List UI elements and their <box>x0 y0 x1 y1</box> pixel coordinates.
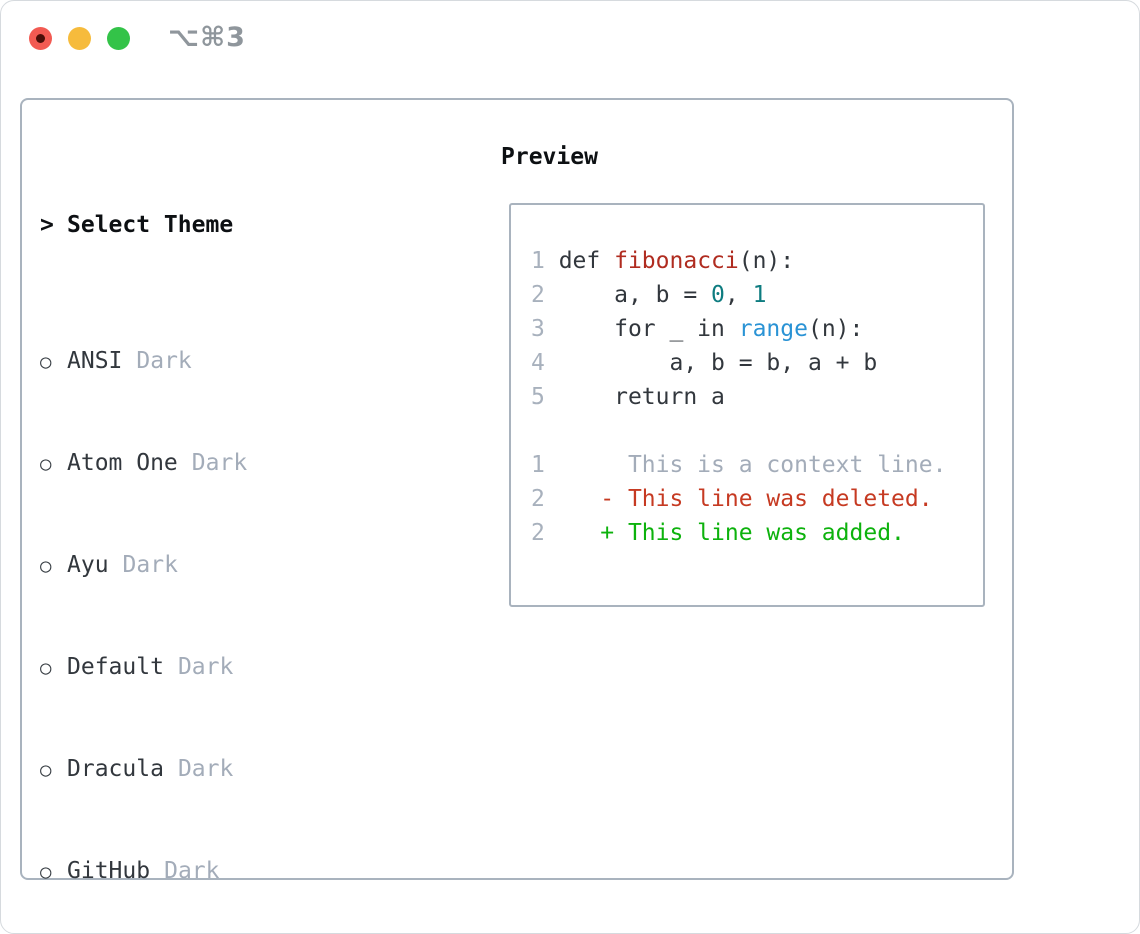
code-line: 5 return a <box>531 380 975 414</box>
code-line-tokens: return a <box>545 384 725 410</box>
radio-icon: ○ <box>40 861 52 883</box>
code-token: range <box>738 316 808 342</box>
line-number: 1 <box>531 248 545 274</box>
code-token: return a <box>544 384 725 410</box>
line-number: 4 <box>531 350 545 376</box>
theme-option-ansi-dark[interactable]: ○ ANSI Dark <box>40 344 452 378</box>
prompt-icon: > <box>40 212 54 238</box>
diff-line-added: 2 + This line was added. <box>531 516 975 550</box>
theme-name: GitHub <box>67 858 151 884</box>
spacer <box>531 414 975 448</box>
line-number: 3 <box>531 316 545 342</box>
theme-name: Default <box>67 654 164 680</box>
theme-variant: Dark <box>122 552 178 578</box>
diff-line-tokens: This is a context line. <box>545 452 947 478</box>
line-number: 2 <box>531 486 545 512</box>
traffic-light-zoom-button[interactable] <box>107 27 130 50</box>
line-number: 2 <box>531 282 545 308</box>
radio-icon: ○ <box>40 555 52 577</box>
code-token: (n): <box>738 248 795 274</box>
theme-name: Ayu <box>67 552 109 578</box>
code-line: 1 def fibonacci(n): <box>531 244 975 278</box>
line-number: 1 <box>531 452 545 478</box>
traffic-light-close-button[interactable] <box>29 27 52 50</box>
code-token: fibonacci <box>614 248 739 274</box>
code-line-tokens: for _ in range(n): <box>544 316 864 342</box>
code-token: , <box>724 282 753 308</box>
line-number: 2 <box>531 520 545 546</box>
code-token: + This line was added. <box>544 520 905 546</box>
line-number: 5 <box>531 384 545 410</box>
code-token: 0 <box>711 282 725 308</box>
radio-icon: ○ <box>40 453 52 475</box>
code-token: This is a context line. <box>544 452 947 478</box>
code-token: 1 <box>752 282 767 308</box>
diff-line-context: 1 This is a context line. <box>531 448 975 482</box>
code-token: - This line was deleted. <box>544 486 933 512</box>
theme-option-ayu-dark[interactable]: ○ Ayu Dark <box>40 548 452 582</box>
theme-option-github-dark[interactable]: ○ GitHub Dark <box>40 854 452 888</box>
code-line-tokens: a, b = b, a + b <box>545 350 877 376</box>
code-line-tokens: a, b = 0, 1 <box>544 282 767 308</box>
preview-heading: Preview <box>501 144 598 170</box>
code-token: for _ in <box>544 316 739 342</box>
code-token: def <box>544 248 615 274</box>
diff-line-tokens: - This line was deleted. <box>544 486 933 512</box>
theme-option-dracula-dark[interactable]: ○ Dracula Dark <box>40 752 452 786</box>
theme-variant: Dark <box>136 348 192 374</box>
theme-variant: Dark <box>164 858 220 884</box>
theme-option-default-dark[interactable]: ○ Default Dark <box>40 650 452 684</box>
theme-variant: Dark <box>177 654 234 680</box>
radio-icon: ○ <box>40 657 52 679</box>
code-token: a, b = <box>544 282 712 308</box>
preview-box: 1 def fibonacci(n): 2 a, b = 0, 1 3 for … <box>509 203 985 607</box>
theme-name: ANSI <box>67 348 123 374</box>
theme-variant: Dark <box>191 450 248 476</box>
code-line: 3 for _ in range(n): <box>531 312 975 346</box>
diff-line-deleted: 2 - This line was deleted. <box>531 482 975 516</box>
theme-list-heading-label: Select Theme <box>67 212 234 238</box>
theme-option-atom-one-dark[interactable]: ○ Atom One Dark <box>40 446 452 480</box>
radio-icon: ○ <box>40 351 52 373</box>
code-line-tokens: def fibonacci(n): <box>545 248 794 274</box>
code-token: a, b = b, a + b <box>544 350 878 376</box>
theme-variant: Dark <box>177 756 234 782</box>
code-token: (n): <box>807 316 864 342</box>
code-line: 2 a, b = 0, 1 <box>531 278 975 312</box>
radio-icon: ○ <box>40 759 52 781</box>
theme-list-heading: > Select Theme <box>40 208 452 242</box>
code-line: 4 a, b = b, a + b <box>531 346 975 380</box>
theme-name: Atom One <box>67 450 178 476</box>
traffic-light-minimize-button[interactable] <box>68 27 91 50</box>
theme-name: Dracula <box>67 756 164 782</box>
window-shortcut: ⌥⌘3 <box>168 22 246 53</box>
diff-line-tokens: + This line was added. <box>545 520 905 546</box>
